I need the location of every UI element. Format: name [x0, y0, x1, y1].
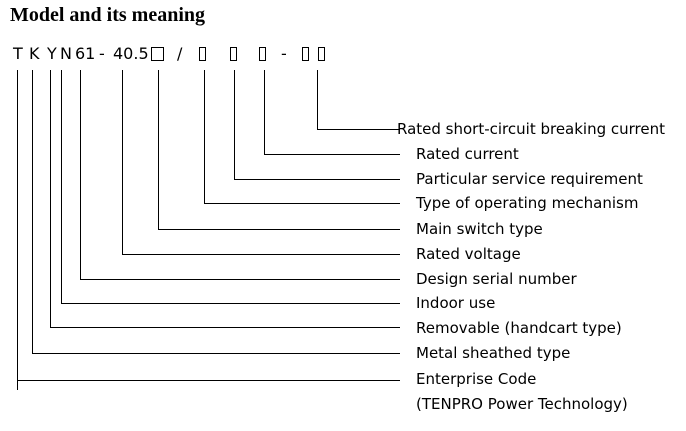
code-letter-y: Y — [47, 44, 57, 63]
leader-line-breaking-current — [317, 70, 400, 130]
breaking-current-placeholder-box-2 — [318, 47, 325, 61]
leader-line-particular-service — [234, 70, 400, 180]
leader-line-design-serial — [80, 70, 400, 280]
code-slash: / — [177, 44, 183, 63]
code-dash: - — [99, 44, 105, 63]
label-indoor-use: Indoor use — [416, 294, 496, 312]
label-rated-short-circuit: Rated short-circuit breaking current — [397, 120, 666, 138]
leader-line-indoor-use — [61, 70, 400, 304]
leader-line-rated-current — [264, 70, 400, 155]
label-design-serial: Design serial number — [416, 270, 577, 288]
label-rated-current: Rated current — [416, 145, 519, 163]
label-operating-mechanism: Type of operating mechanism — [416, 194, 639, 212]
code-letter-k: K — [29, 44, 40, 63]
leader-line-metal-sheathed — [32, 70, 400, 354]
code-voltage: 40.5 — [113, 44, 149, 63]
code-letter-t: T — [13, 44, 23, 63]
main-switch-placeholder-box — [151, 47, 164, 61]
label-main-switch: Main switch type — [416, 220, 543, 238]
leader-line-rated-voltage — [122, 70, 400, 255]
label-rated-voltage: Rated voltage — [416, 245, 521, 263]
label-metal-sheathed: Metal sheathed type — [416, 344, 571, 362]
code-serial: 61 — [75, 44, 96, 63]
page-title: Model and its meaning — [10, 4, 206, 26]
code-dash-2: - — [281, 44, 287, 63]
leader-line-removable — [50, 70, 400, 328]
service-placeholder-box — [230, 47, 237, 61]
leader-line-operating-mechanism — [204, 70, 400, 204]
label-enterprise-code: Enterprise Code — [416, 370, 537, 388]
label-removable: Removable (handcart type) — [416, 319, 622, 337]
current-placeholder-box — [259, 47, 266, 61]
leader-line-main-switch — [158, 70, 400, 230]
mechanism-placeholder-box — [199, 47, 206, 61]
code-letter-n: N — [60, 44, 72, 63]
breaking-current-placeholder-box-1 — [302, 47, 309, 61]
label-enterprise-name: (TENPRO Power Technology) — [416, 395, 628, 413]
label-particular-service: Particular service requirement — [416, 170, 643, 188]
